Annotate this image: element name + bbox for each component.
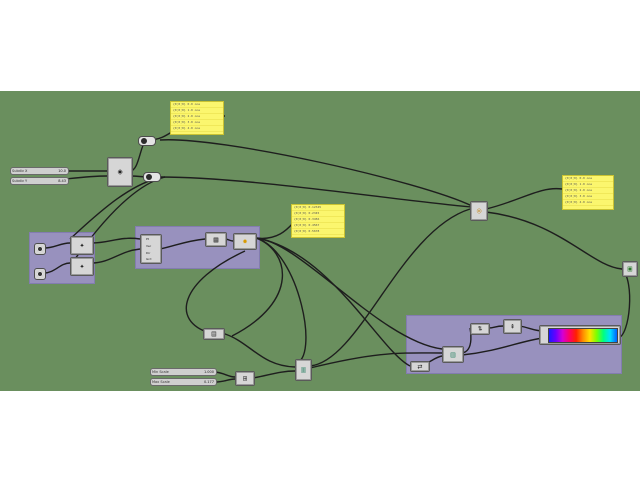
panel-row: {0;0;0} 0.12345	[292, 205, 344, 211]
panel-row: {0;0;0} 4.0 one	[171, 126, 223, 132]
list-component[interactable]: ▤	[203, 328, 225, 340]
slider-subdiv-x[interactable]: Subdiv X 10.0	[10, 167, 69, 175]
wire	[487, 325, 504, 329]
slider-label: Max Scale	[152, 380, 170, 384]
point-param-1[interactable]	[34, 243, 46, 255]
text-panel-top[interactable]: {0;0;0} 0.0 one {0;0;0} 1.0 one {0;0;0} …	[170, 101, 224, 135]
wire	[309, 208, 471, 367]
wire	[255, 220, 296, 240]
populate-icon: ▦	[213, 236, 219, 243]
slider-max-scale[interactable]: Max Scale 0.177	[150, 378, 217, 386]
text-panel-middle[interactable]: {0;0;0} 0.12345 {0;0;0} 0.2345 {0;0;0} 0…	[291, 204, 345, 238]
wire	[159, 176, 473, 208]
wire	[485, 187, 563, 210]
wire	[252, 370, 296, 379]
wire	[309, 352, 443, 369]
panel-row: {0;0;0} 0.2345	[292, 211, 344, 217]
point-param-2[interactable]	[34, 268, 46, 280]
wire	[91, 237, 141, 244]
slider-label: Subdiv X	[12, 169, 28, 173]
param-point-top[interactable]	[138, 136, 156, 146]
panel-row: {0;0;0} 2.0 one	[171, 114, 223, 120]
wire	[255, 237, 307, 364]
wire	[43, 242, 71, 249]
wire	[214, 371, 236, 378]
sort-icon: ⇅	[477, 325, 483, 333]
wire	[214, 378, 236, 383]
bounds-icon: ⊞	[242, 375, 248, 382]
panel-row: {0;0;0} 4.0 one	[563, 200, 613, 206]
evaluate-component[interactable]: ✹	[233, 233, 257, 250]
scale-component[interactable]: ▥	[295, 359, 312, 381]
scale-icon: ▥	[300, 366, 307, 374]
grasshopper-canvas[interactable]: {0;0;0} 0.0 one {0;0;0} 1.0 one {0;0;0} …	[0, 91, 640, 391]
sun-icon: ✹	[242, 238, 248, 245]
map-component[interactable]: ▥	[442, 346, 464, 363]
wire	[461, 337, 544, 356]
panel-row: {0;0;0} 0.0 one	[563, 176, 613, 182]
wire	[91, 248, 141, 264]
sort-component[interactable]: ⇅	[470, 323, 490, 335]
circle-dot-icon: ◉	[117, 168, 123, 176]
gradient-component[interactable]	[539, 325, 621, 345]
panel-row: {0;0;0} 2.0 one	[563, 188, 613, 194]
panel-row: {0;0;0} 0.4567	[292, 223, 344, 229]
slider-label: Subdiv Y	[12, 179, 28, 183]
range-icon: ⇞	[509, 323, 516, 330]
slider-value: 10.0	[58, 169, 66, 173]
input-label: Vec	[146, 244, 152, 248]
input-label: Dir	[146, 251, 151, 255]
panel-row: {0;0;0} 1.0 one	[563, 182, 613, 188]
domain-component[interactable]: ⇄	[410, 361, 430, 372]
wire	[221, 332, 296, 368]
slider-subdiv-y[interactable]: Subdiv Y 8.43	[10, 177, 69, 185]
range-component[interactable]: ⇞	[503, 319, 522, 334]
slider-value: 8.43	[58, 179, 66, 183]
wire	[159, 238, 206, 250]
slider-min-scale[interactable]: Min Scale 1.000	[150, 368, 217, 376]
wire	[231, 237, 284, 337]
wire	[485, 211, 623, 270]
wire-layer	[34, 115, 631, 383]
preview-component[interactable]: ▣	[622, 261, 638, 277]
populate-component[interactable]: ▦	[205, 232, 227, 247]
preview-icon: ▣	[627, 265, 633, 273]
panel-row: {0;0;0} 3.0 one	[563, 194, 613, 200]
panel-row: {0;0;0} 1.0 one	[171, 108, 223, 114]
panel-row: {0;0;0} 0.0 one	[171, 102, 223, 108]
panel-row: {0;0;0} 3.0 one	[171, 120, 223, 126]
rectangle-component[interactable]: ◉	[107, 157, 133, 187]
input-label: Pt	[146, 237, 149, 241]
vector-icon: ✦	[79, 242, 85, 249]
input-label: Grd	[146, 257, 152, 261]
wire	[43, 262, 71, 274]
domain-icon: ⇄	[417, 363, 423, 370]
slider-value: 1.000	[203, 370, 214, 374]
wire	[255, 237, 443, 350]
orbit-icon: ◎	[476, 207, 482, 215]
vector-icon: ✦	[79, 263, 85, 270]
merge-component[interactable]: ◎	[470, 201, 488, 221]
slider-label: Min Scale	[152, 370, 169, 374]
remap-component[interactable]: ⊞	[235, 371, 255, 386]
list-icon: ▤	[211, 330, 217, 338]
wire	[255, 237, 411, 367]
param-point-mid[interactable]	[143, 172, 161, 182]
map-icon: ▥	[450, 351, 456, 358]
panel-row: {0;0;0} 0.3456	[292, 217, 344, 223]
wire	[159, 139, 473, 207]
grid-component[interactable]: Pt Vec Dir Grd	[140, 234, 162, 264]
vector-component-1[interactable]: ✦	[70, 236, 94, 255]
vector-component-2[interactable]: ✦	[70, 257, 94, 276]
slider-value: 0.177	[203, 380, 214, 384]
text-panel-right[interactable]: {0;0;0} 0.0 one {0;0;0} 1.0 one {0;0;0} …	[562, 175, 614, 210]
gradient-icon	[548, 328, 618, 343]
panel-row: {0;0;0} 0.5678	[292, 229, 344, 235]
wire	[185, 250, 246, 334]
